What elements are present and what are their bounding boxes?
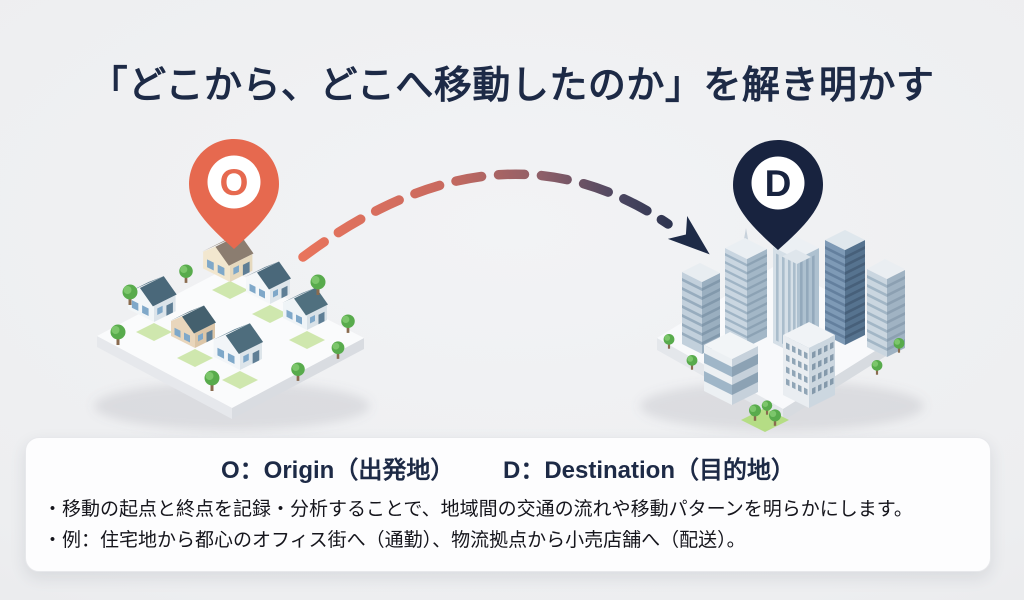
park	[741, 400, 789, 432]
grid-office-building	[783, 322, 835, 408]
spire-tower	[725, 228, 767, 347]
city-illustration	[640, 228, 924, 432]
origin-pin-letter: O	[220, 162, 249, 203]
low-office-building	[704, 332, 758, 405]
residential-illustration	[94, 234, 370, 430]
route-arc	[298, 169, 673, 262]
origin-definition: O：Origin（出発地）	[220, 457, 455, 484]
destination-pin-letter: D	[765, 163, 792, 204]
bullet-analysis: ・移動の起点と終点を記録・分析することで、地域間の交通の流れや移動パターンを明ら…	[43, 499, 913, 520]
od-diagram: O D	[94, 139, 924, 432]
glass-tower	[825, 230, 865, 345]
office-tower	[682, 263, 720, 354]
bullet-example: ・例：住宅地から都心のオフィス街へ（通勤）、物流拠点から小売店舗へ（配送）。	[43, 530, 746, 551]
destination-definition: D：Destination（目的地）	[503, 457, 796, 484]
page-title: 「どこから、どこへ移動したのか」を解き明かす	[89, 65, 935, 107]
legend-bullets: ・移動の起点と終点を記録・分析することで、地域間の交通の流れや移動パターンを明ら…	[43, 494, 974, 556]
origin-pin-icon: O	[189, 139, 279, 249]
legend-panel: O：Origin（出発地） D：Destination（目的地） ・移動の起点と…	[25, 437, 991, 572]
destination-pin-icon: D	[733, 140, 823, 250]
arrowhead-icon	[667, 215, 710, 255]
legend-heading: O：Origin（出発地） D：Destination（目的地）	[26, 450, 990, 485]
route-arrow	[298, 169, 710, 262]
